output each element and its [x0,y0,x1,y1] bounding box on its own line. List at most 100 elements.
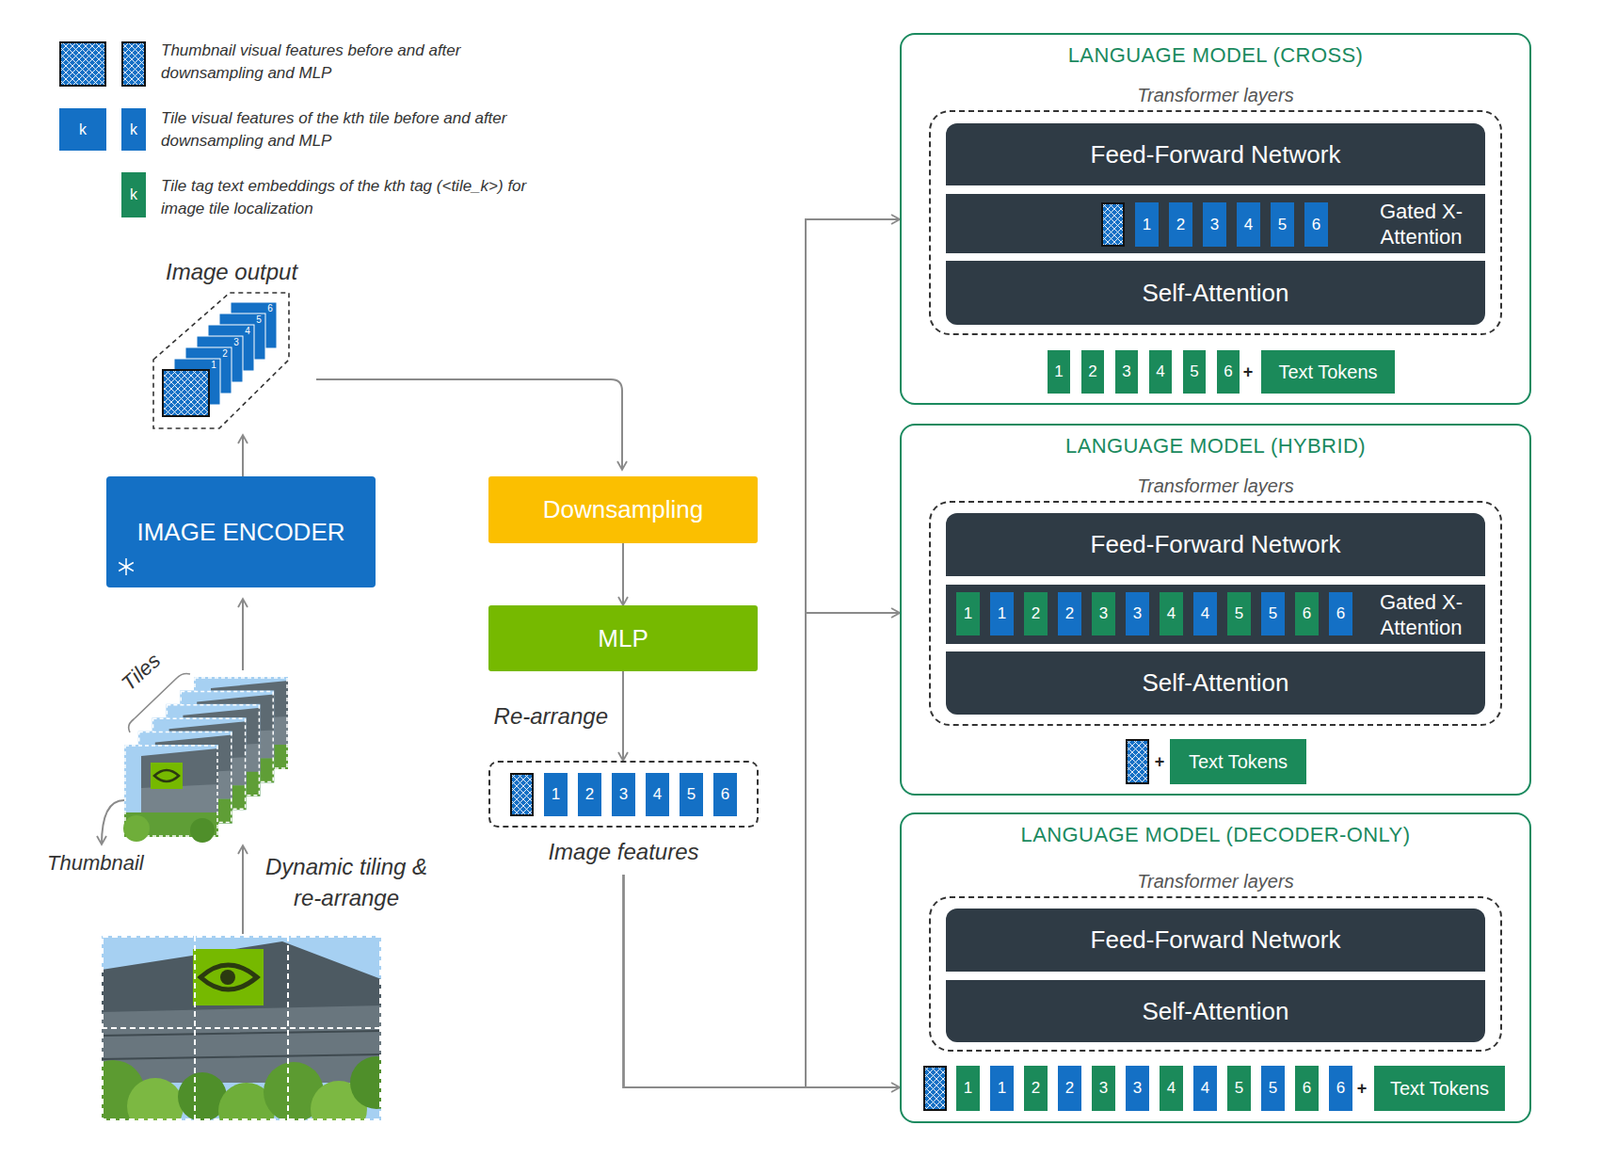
group-heading: Image features [490,838,757,865]
figure-label: Thumbnail [47,850,144,876]
panel-title: LANGUAGE MODEL (HYBRID) [901,425,1530,459]
model-panel: LANGUAGE MODEL (HYBRID)Transformer layer… [899,423,1532,796]
node-label: 6 [1336,604,1345,624]
token-square: 4 [645,772,670,816]
token-square: 1 [1047,350,1071,394]
node-label: Feed-Forward Network [1090,925,1342,955]
panel-title: LANGUAGE MODEL (CROSS) [901,34,1530,68]
node-label: 1 [963,604,973,624]
input-photo [101,935,382,1120]
token-square: 5 [1183,350,1206,394]
token-square: 4 [1159,1065,1184,1111]
figure-label: Image output [165,257,298,286]
node-label: 3 [1099,604,1108,624]
token-square: 2 [1081,350,1104,394]
node-label: Text Tokens [1278,361,1377,384]
node-label: Self-Attention [1141,996,1289,1026]
node-label: 2 [1065,1078,1074,1098]
node-label: 3 [1133,604,1142,624]
token-square: 2 [1168,202,1193,247]
model-panel: LANGUAGE MODEL (CROSS) Transformer layers… [899,32,1532,405]
encoder-box: IMAGE ENCODER [106,476,376,588]
token-square: 6 [1216,350,1240,394]
node-label: 6 [1302,1078,1312,1098]
token-square: 5 [1261,1065,1285,1111]
thumbnail-feature [1125,738,1150,784]
token-square: 6 [1295,1065,1319,1111]
token-square: 5 [1227,1065,1251,1111]
figure-label: Tiles [116,648,166,696]
node-label: 1 [997,1078,1007,1098]
token-square: 1 [544,772,568,816]
node-label: 3 [619,784,628,804]
layer-box: Feed-Forward Network [945,512,1486,576]
legend-hatch [60,42,106,86]
node-label: Feed-Forward Network [1090,529,1342,560]
node-label: 2 [1031,1078,1040,1098]
node-label: 4 [1167,1078,1176,1098]
figure-label: Dynamic tiling & re-arrange [259,850,434,913]
legend-swatch: k [121,172,146,218]
node-label: Downsampling [543,495,704,525]
node-label: 3 [1099,1078,1108,1098]
node-label: 4 [1167,604,1176,624]
node-label: 2 [1065,604,1074,624]
node-label: 4 [1200,604,1210,624]
node-label: 6 [720,784,730,804]
token-square: 3 [1125,592,1150,636]
node-label: 2 [1176,215,1185,235]
token-square: 2 [1024,1065,1048,1111]
node-label: 5 [1189,362,1199,382]
legend-key: k [129,121,138,139]
node-label: Self-Attention [1141,668,1289,698]
tile-number: 3 [233,336,240,349]
node-label: 1 [1054,362,1063,382]
token-square: 3 [1091,1065,1116,1111]
token-square: 5 [1261,592,1285,636]
legend-key: k [129,186,138,204]
thumbnail-feature [923,1065,947,1111]
node-label: 2 [585,784,594,804]
attention-band: Gated X-Attention123456 [945,193,1486,254]
node-label: 4 [653,784,662,804]
token-square: 6 [1304,202,1328,247]
feature-group: Image features123456 [488,760,759,828]
thumbnail-feature [510,772,534,816]
thumbnail-feature [1101,202,1125,247]
token-square: 5 [1270,202,1295,247]
layer-group: Transformer layersFeed-Forward NetworkGa… [928,110,1503,336]
plus-sign: + [1243,361,1254,383]
node-label: Text Tokens [1390,1077,1489,1100]
layer-box: Feed-Forward Network [945,908,1486,972]
legend-swatch: k [121,108,146,151]
node-label: 6 [1223,362,1232,382]
token-square: 3 [1091,592,1116,636]
token-square: 4 [1149,350,1172,394]
plus-sign: + [1154,751,1166,772]
node-label: 4 [1155,362,1165,382]
token-square: 4 [1193,1065,1217,1111]
node-label: 1 [997,604,1007,624]
node-label: 6 [1336,1078,1345,1098]
layer-box: Self-Attention [945,979,1486,1042]
legend-hatch [122,42,145,86]
token-square: 3 [1202,202,1227,247]
legend-text: Tile tag text embeddings of the kth tag … [160,175,533,221]
frozen-icon [116,557,136,576]
token-square: 3 [1125,1065,1150,1111]
node-label: 3 [1210,215,1219,235]
tile-number: 6 [267,303,273,315]
token-square: 3 [1115,350,1138,394]
token-square: 3 [611,772,636,816]
token-square: 4 [1236,202,1261,247]
edge-label: Re-arrange [494,703,608,730]
token-square: 2 [1057,1065,1082,1111]
token-square: 6 [713,772,737,816]
plus-sign: + [1357,1077,1368,1099]
node-label: 2 [1031,604,1040,624]
legend-text: Tile visual features of the kth tile bef… [160,107,533,153]
token-square: 1 [1135,202,1159,247]
node-label: 1 [963,1078,973,1098]
node-label: Text Tokens [1188,751,1288,773]
node-label: Feed-Forward Network [1090,140,1342,170]
